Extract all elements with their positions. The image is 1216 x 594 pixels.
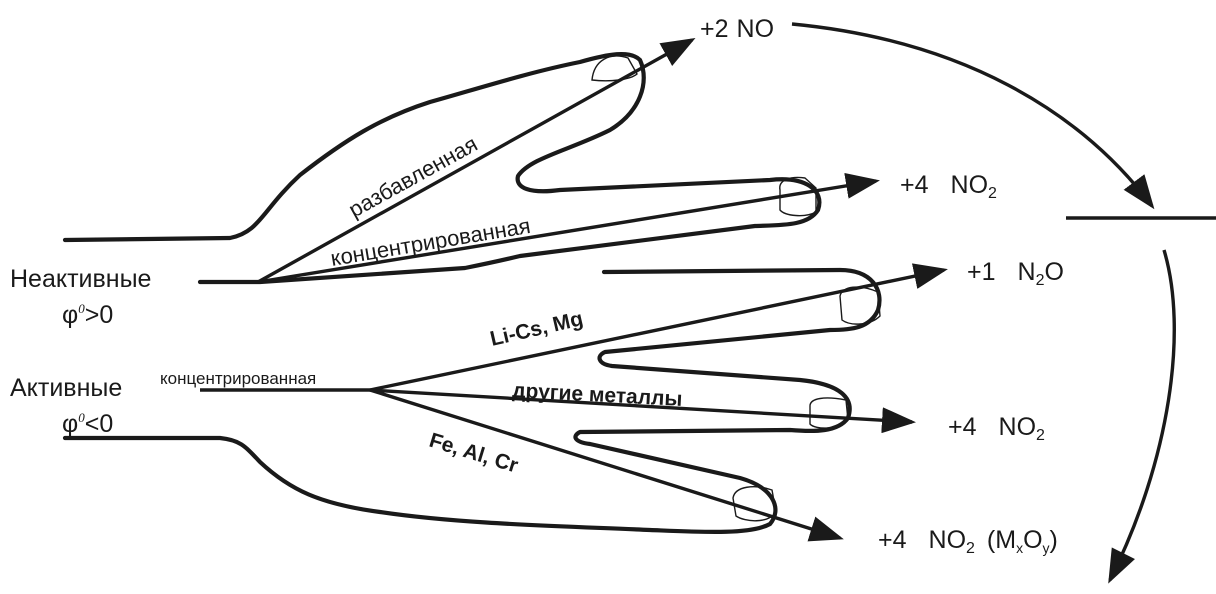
- inactive-potential: φ0>0: [62, 301, 113, 329]
- metal-label-li-cs-mg: Li-Cs, Mg: [488, 307, 585, 351]
- inactive-label: Неактивные: [10, 265, 151, 293]
- active-potential: φ0<0: [62, 410, 113, 438]
- arrow-down-curve[interactable]: [1110, 250, 1174, 580]
- index-nail: [592, 56, 637, 81]
- metal-label-other: другие металлы: [512, 379, 683, 411]
- metal-label-fe-al-cr: Fe, Al, Cr: [427, 429, 521, 478]
- active-label: Активные: [10, 374, 122, 402]
- arrow-to-n2o[interactable]: [370, 270, 944, 390]
- dilute-acid-label: разбавленная: [344, 131, 481, 222]
- concentrated-acid-label-lower: концентрированная: [160, 369, 316, 388]
